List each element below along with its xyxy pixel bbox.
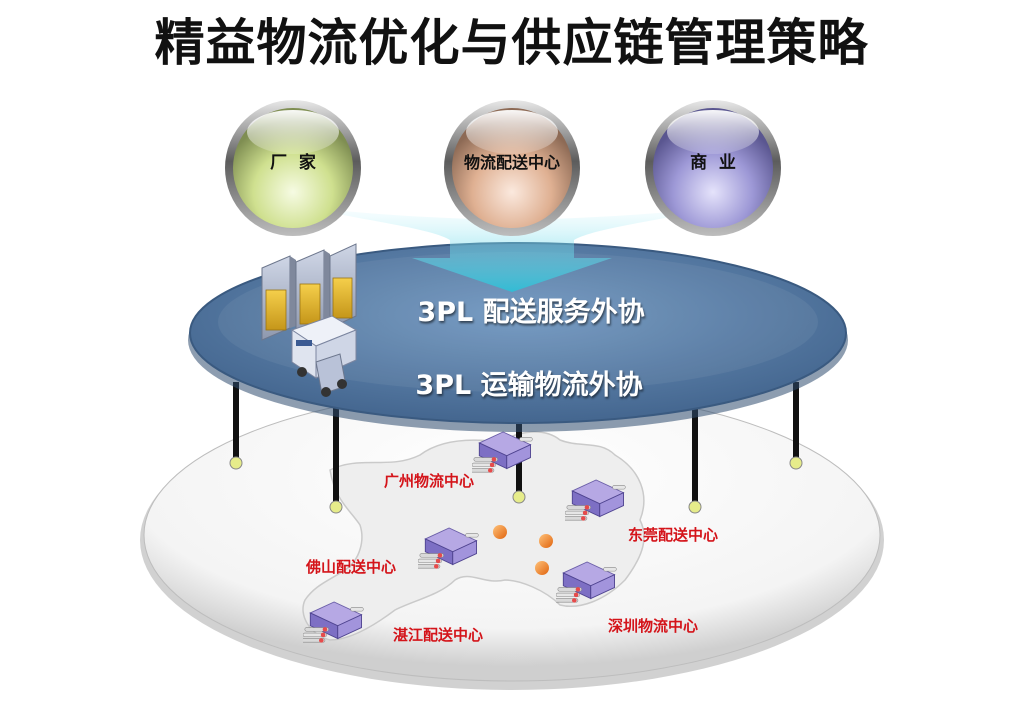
network-nodes (493, 525, 553, 575)
sphere-label-commerce: 商 业 (690, 153, 736, 173)
sphere-label-distribution-center: 物流配送中心 (463, 153, 560, 172)
sphere-distribution-center (444, 100, 580, 236)
leg-foot (512, 490, 526, 504)
platform-legs (229, 382, 803, 514)
center-label-foshan: 佛山配送中心 (306, 558, 397, 576)
center-label-guangzhou: 广州物流中心 (384, 472, 475, 490)
center-label-dongguan: 东莞配送中心 (628, 526, 719, 544)
center-label-zhanjiang: 湛江配送中心 (393, 626, 484, 644)
node-dot (493, 525, 507, 539)
warehouse-icon (261, 243, 357, 341)
service-label-distribution: 3PL 配送服务外协 (417, 297, 645, 328)
node-dot (535, 561, 549, 575)
sphere-manufacturer (225, 100, 361, 236)
service-label-transport: 3PL 运输物流外协 (415, 370, 643, 401)
leg-foot (229, 456, 243, 470)
page-title: 精益物流优化与供应链管理策略 (154, 14, 869, 72)
node-dot (539, 534, 553, 548)
center-label-shenzhen: 深圳物流中心 (608, 617, 699, 635)
sphere-label-manufacturer: 厂 家 (270, 153, 316, 173)
truck-icon (290, 315, 358, 397)
leg-foot (329, 500, 343, 514)
sphere-commerce (645, 100, 781, 236)
converge-arrow-icon (300, 206, 724, 292)
leg-foot (688, 500, 702, 514)
leg-foot (789, 456, 803, 470)
